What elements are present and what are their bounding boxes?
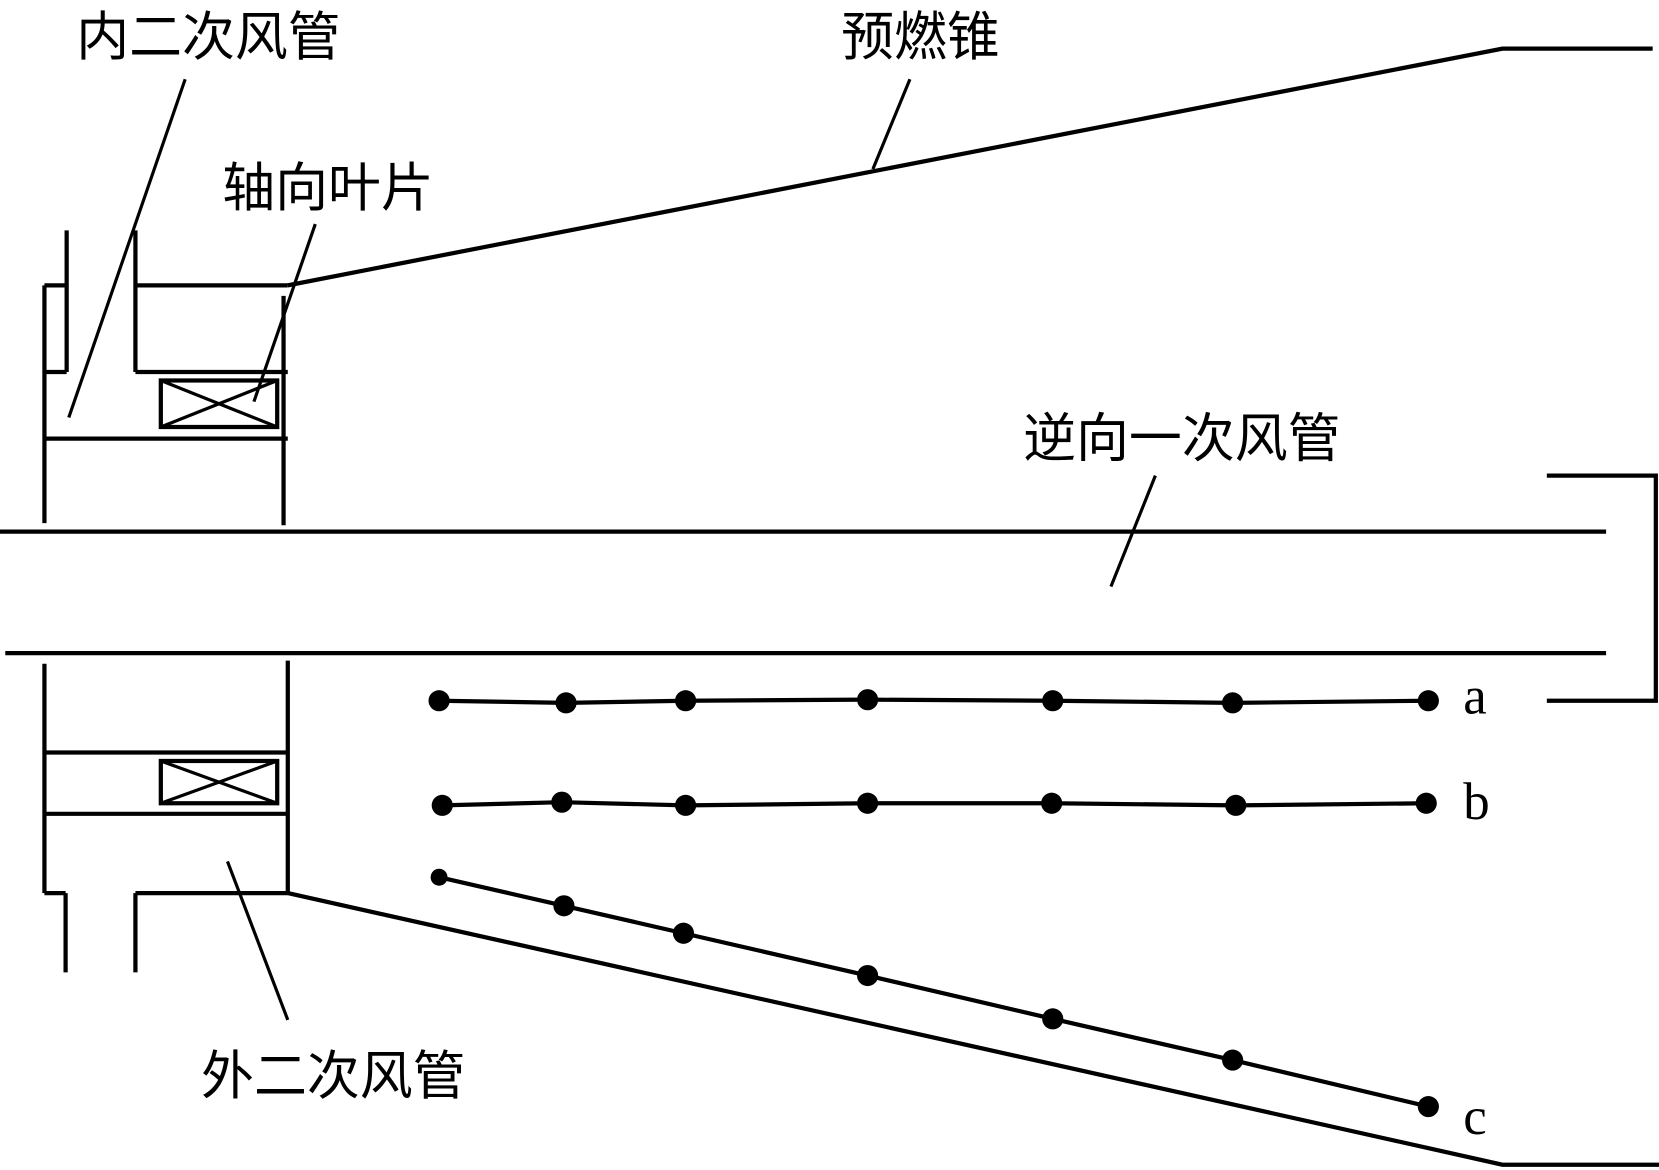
measurement-line-b (442, 800, 1427, 808)
measurement-point-b-2 (551, 791, 573, 813)
measurement-point-b-4 (857, 792, 879, 814)
cone-lower-wall (287, 891, 1659, 1167)
measurement-point-a-1 (428, 690, 450, 712)
leader-cone (871, 78, 912, 170)
measurement-point-b-1 (431, 794, 453, 816)
label-reverse-primary-duct: 逆向一次风管 (1023, 409, 1340, 470)
measurement-lines (428, 689, 1439, 1118)
measurement-point-c-5 (1042, 1008, 1064, 1030)
leader-primary (1109, 475, 1157, 588)
measurement-point-a-3 (675, 690, 697, 712)
measurement-point-a-7 (1417, 690, 1439, 712)
leader-inner-secondary (67, 78, 187, 418)
measurement-point-a-4 (857, 689, 879, 711)
leader-axial-vanes (252, 223, 317, 403)
label-precombustion-cone: 预燃锥 (841, 7, 1000, 68)
measurement-point-b-7 (1415, 792, 1437, 814)
measurement-point-c-4 (857, 964, 879, 987)
measurement-line-a (439, 697, 1429, 705)
label-outer-secondary-duct: 外二次风管 (201, 1046, 465, 1107)
measurement-point-b-5 (1041, 792, 1063, 814)
line-label-c: c (1463, 1088, 1486, 1146)
measurement-point-b-3 (675, 794, 697, 816)
cone-upper-wall (287, 46, 1653, 288)
leader-outer-secondary (225, 860, 290, 1021)
measurement-line-c (438, 875, 1429, 1109)
measurement-point-b-6 (1225, 794, 1247, 816)
measurement-point-c-7 (1417, 1096, 1439, 1118)
lower-duct-structure (42, 660, 290, 973)
measurement-point-c-2 (553, 895, 575, 917)
measurement-point-a-6 (1222, 692, 1244, 714)
outlet-bracket (1546, 473, 1658, 703)
measurement-point-c-1 (430, 868, 448, 886)
measurement-point-a-5 (1042, 690, 1064, 712)
lower-axial-vane-icon (158, 758, 280, 806)
label-inner-secondary-duct: 内二次风管 (76, 7, 340, 68)
upper-duct-structure (42, 230, 288, 526)
line-label-b: b (1463, 773, 1489, 831)
line-label-a: a (1463, 667, 1486, 725)
label-axial-vanes: 轴向叶片 (222, 158, 434, 219)
measurement-point-c-6 (1222, 1049, 1244, 1071)
measurement-point-c-3 (672, 922, 695, 944)
measurement-point-a-2 (555, 692, 577, 714)
